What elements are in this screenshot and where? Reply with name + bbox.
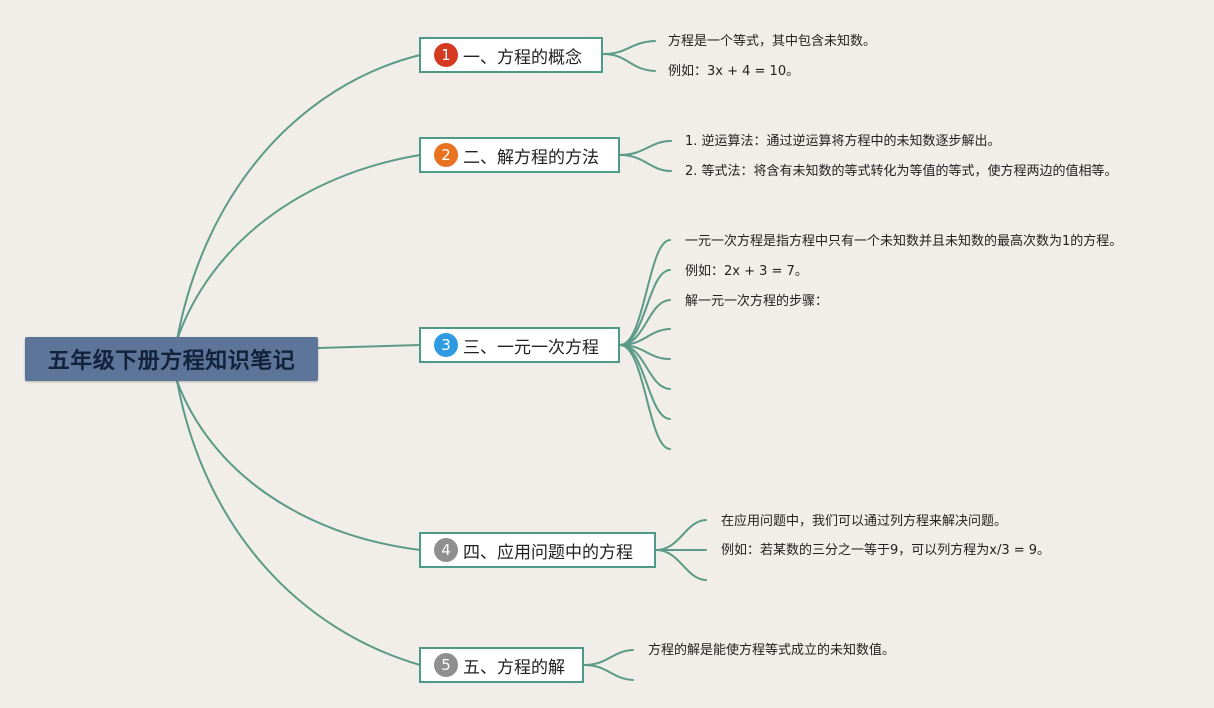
note-text[interactable]: 1. 逆运算法：通过逆运算将方程中的未知数逐步解出。 bbox=[685, 134, 1001, 149]
topic-label: 一、方程的概念 bbox=[463, 47, 582, 68]
note-text[interactable]: 例如：2x + 3 = 7。 bbox=[685, 264, 808, 279]
note-text[interactable]: 一元一次方程是指方程中只有一个未知数并且未知数的最高次数为1的方程。 bbox=[685, 234, 1123, 249]
topic-label: 二、解方程的方法 bbox=[463, 147, 599, 168]
leaf-line-3-2 bbox=[619, 269, 671, 346]
leaf-line-4-3 bbox=[655, 549, 707, 581]
topic-node-1[interactable]: 1 一、方程的概念 bbox=[419, 37, 603, 73]
leaf-line-3-7 bbox=[619, 344, 671, 420]
note-text[interactable]: 方程是一个等式，其中包含未知数。 bbox=[668, 34, 877, 49]
topic-label: 三、一元一次方程 bbox=[463, 337, 599, 358]
leaf-line-1-1 bbox=[602, 40, 656, 55]
topic-node-2[interactable]: 2 二、解方程的方法 bbox=[419, 137, 620, 173]
topic-node-3[interactable]: 3 三、一元一次方程 bbox=[419, 327, 620, 363]
topic-node-4[interactable]: 4 四、应用问题中的方程 bbox=[419, 532, 656, 568]
note-text[interactable]: 2. 等式法：将含有未知数的等式转化为等值的等式，使方程两边的值相等。 bbox=[685, 164, 1118, 179]
priority-5-icon: 5 bbox=[434, 653, 458, 677]
priority-4-icon: 4 bbox=[434, 538, 458, 562]
note-text[interactable]: 例如：3x + 4 = 10。 bbox=[668, 64, 800, 79]
leaf-line-4-1 bbox=[655, 519, 707, 551]
priority-3-icon: 3 bbox=[434, 333, 458, 357]
note-text[interactable]: 方程的解是能使方程等式成立的未知数值。 bbox=[648, 643, 896, 658]
branch-line-2 bbox=[176, 154, 421, 341]
branch-line-5 bbox=[176, 380, 421, 666]
branch-line-3 bbox=[317, 344, 421, 349]
leaf-line-1-2 bbox=[602, 53, 656, 72]
note-text[interactable]: 在应用问题中，我们可以通过列方程来解决问题。 bbox=[721, 514, 1008, 529]
priority-1-icon: 1 bbox=[434, 43, 458, 67]
priority-2-icon: 2 bbox=[434, 143, 458, 167]
note-text[interactable]: 例如：若某数的三分之一等于9，可以列方程为x/3 = 9。 bbox=[721, 543, 1051, 558]
root-node-title[interactable]: 五年级下册方程知识笔记 bbox=[25, 337, 318, 381]
leaf-line-5-1 bbox=[583, 649, 634, 666]
note-text[interactable]: 解一元一次方程的步骤： bbox=[685, 294, 829, 309]
leaf-line-2-1 bbox=[619, 140, 672, 156]
leaf-line-3-8 bbox=[619, 344, 671, 450]
leaf-line-3-1 bbox=[619, 239, 671, 346]
topic-label: 四、应用问题中的方程 bbox=[463, 542, 633, 563]
leaf-line-5-2 bbox=[583, 664, 634, 681]
branch-line-4 bbox=[176, 380, 421, 551]
branch-line-1 bbox=[176, 54, 421, 341]
topic-node-5[interactable]: 5 五、方程的解 bbox=[419, 647, 584, 683]
leaf-line-2-2 bbox=[619, 154, 672, 172]
topic-label: 五、方程的解 bbox=[463, 657, 565, 678]
